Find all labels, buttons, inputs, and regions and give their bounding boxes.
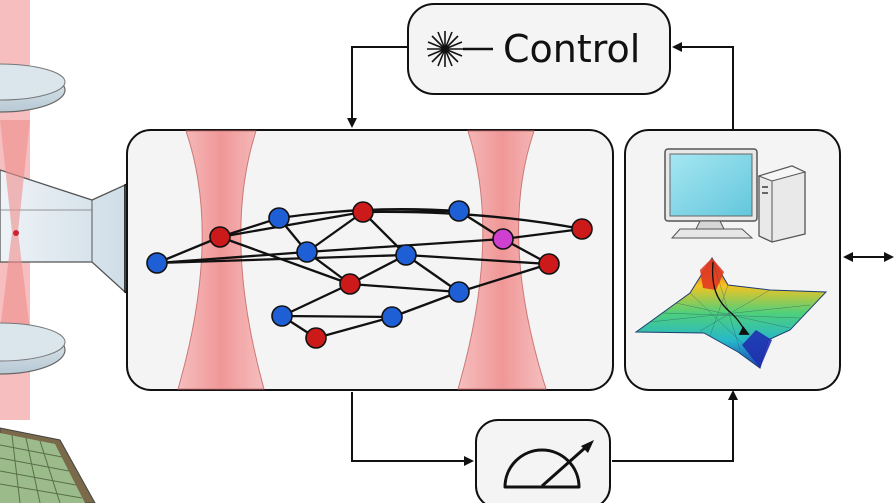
graph-node xyxy=(305,327,327,349)
measurement-box xyxy=(475,419,611,503)
graph-node xyxy=(296,241,318,263)
gauge-meter-icon xyxy=(503,440,594,489)
external-io-arrow xyxy=(843,252,894,262)
sensor-chip xyxy=(0,427,96,503)
graph-node xyxy=(571,218,593,240)
graph-nodes xyxy=(146,200,593,349)
laser-starburst-icon xyxy=(427,31,493,67)
graph-node xyxy=(395,244,417,266)
optical-setup xyxy=(0,0,126,503)
control-box: Control xyxy=(407,3,671,95)
control-label: Control xyxy=(503,27,640,71)
arrow-processor-to-control xyxy=(672,42,734,130)
graph-node xyxy=(381,306,403,328)
arrow-control-to-graph xyxy=(347,46,408,128)
graph-node xyxy=(339,273,361,295)
graph-node xyxy=(209,226,231,248)
graph-node xyxy=(352,201,374,223)
processor-box xyxy=(624,129,841,391)
graph-node xyxy=(538,253,560,275)
desktop-computer-icon xyxy=(664,148,807,243)
graph-node xyxy=(448,200,470,222)
graph-box xyxy=(124,129,614,391)
graph-node xyxy=(448,281,470,303)
arrow-graph-to-meter xyxy=(351,392,474,466)
graph-node xyxy=(146,252,168,274)
control-arrows xyxy=(347,42,738,466)
graph-node xyxy=(492,228,514,250)
graph-node xyxy=(271,305,293,327)
graph-node xyxy=(268,207,290,229)
energy-landscape-surface-plot xyxy=(634,257,828,369)
arrow-meter-to-processor xyxy=(612,390,738,462)
